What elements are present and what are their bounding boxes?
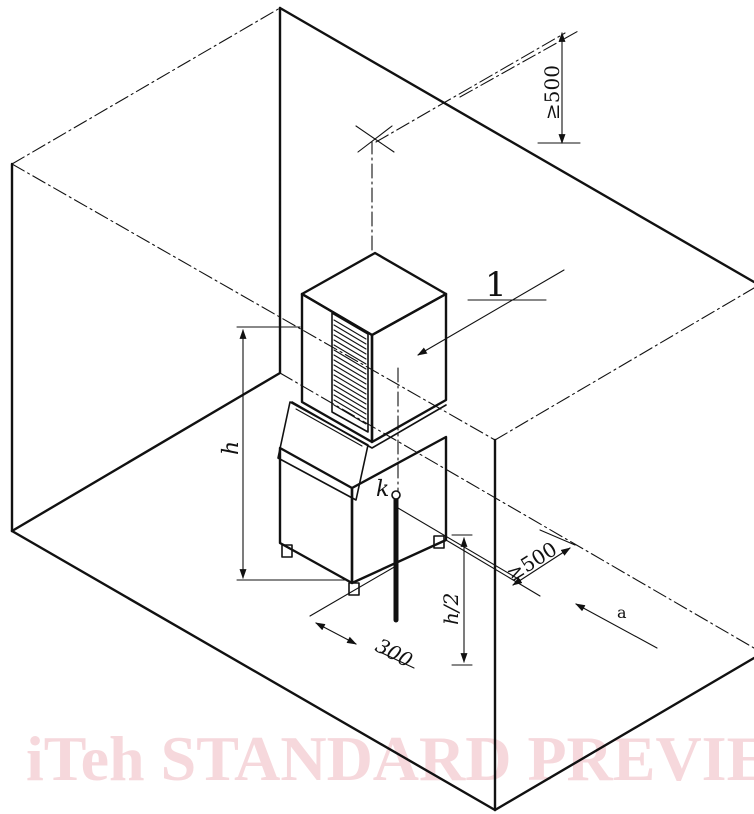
- direction-arrow: [575, 603, 658, 649]
- vent-grille: [331, 312, 369, 433]
- ice-machine: [277, 251, 448, 596]
- top-clearance: [355, 29, 581, 251]
- height-label: h: [219, 441, 244, 455]
- room-hidden-edges: [11, 7, 754, 649]
- height-dimension: [236, 326, 349, 581]
- arrow-a-label: a: [617, 603, 627, 622]
- clearance-side-label: ≥500: [502, 537, 561, 586]
- half-height-label: h/2: [439, 593, 463, 625]
- probe-label: k: [376, 477, 389, 502]
- clearance-top-label: ≥500: [540, 65, 564, 120]
- distance-dimension: [309, 565, 415, 669]
- item-leader: [417, 269, 565, 356]
- watermark-text: iTeh STANDARD PREVIEW: [26, 723, 754, 794]
- room-outline: [10, 6, 754, 812]
- probe: [391, 490, 401, 623]
- half-height-dimension: [397, 507, 521, 666]
- side-clearance: [445, 529, 576, 597]
- item-number-label: 1: [485, 265, 507, 305]
